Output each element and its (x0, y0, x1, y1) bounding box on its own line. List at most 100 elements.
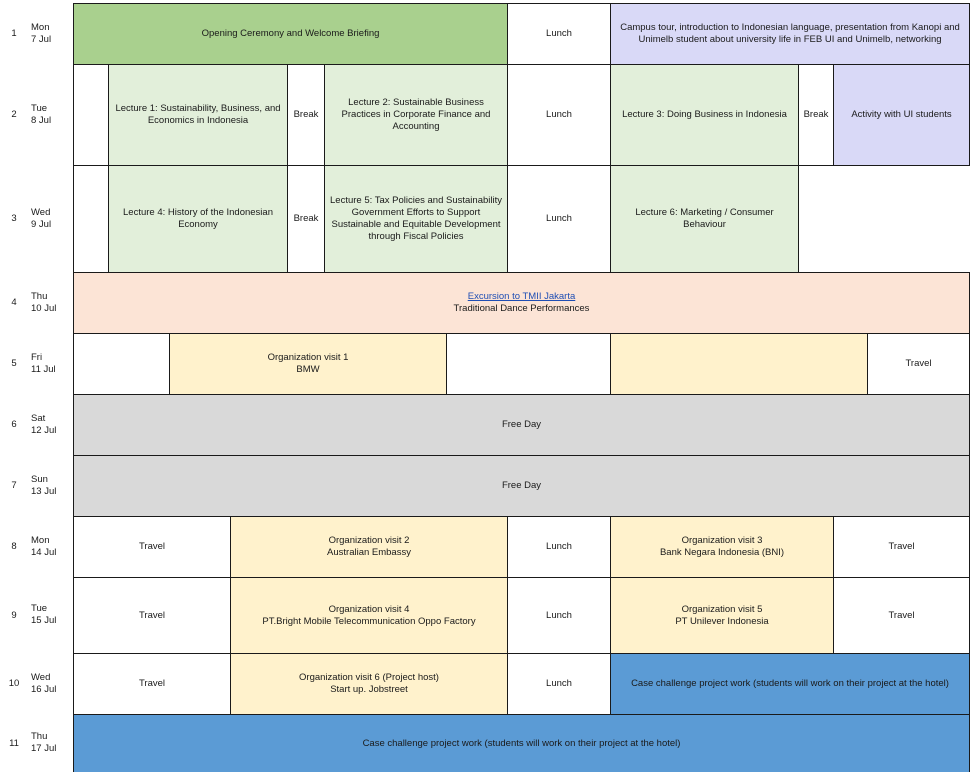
day-of-week: Tue (31, 603, 48, 614)
cell-text: Lecture 2: Sustainable Business Practice… (341, 97, 491, 132)
cell-text: Travel (138, 541, 166, 552)
cell-text: Organization visit 4 (328, 603, 410, 615)
travel-cell: Travel (834, 517, 970, 578)
cell-text: Travel (905, 358, 932, 369)
cell-text: Free Day (501, 419, 542, 430)
day-of-week: Sat (31, 412, 46, 424)
cell-text: Break (803, 109, 829, 120)
opening-ceremony-cell: Opening Ceremony and Welcome Briefing (74, 4, 508, 65)
excursion-link[interactable]: Excursion to TMII Jakarta (467, 291, 576, 302)
cell-text: Lunch (546, 213, 572, 224)
row-number: 10 (8, 678, 20, 689)
organization-visit-4-cell: Organization visit 4 PT.Bright Mobile Te… (231, 578, 508, 654)
cell-text: Case challenge project work (students wi… (362, 737, 681, 749)
cell-text: Lecture 5: Tax Policies and Sustainabili… (330, 195, 502, 242)
cell-text: Organization visit 3 (681, 535, 763, 546)
row-number: 11 (9, 737, 19, 749)
case-challenge-cell: Case challenge project work (students wi… (611, 654, 970, 715)
empty-cell (74, 65, 109, 166)
travel-cell: Travel (74, 654, 231, 715)
free-day-cell: Free Day (74, 456, 970, 517)
row-number: 1 (11, 28, 17, 39)
travel-cell: Travel (74, 517, 231, 578)
lecture-5-cell: Lecture 5: Tax Policies and Sustainabili… (325, 166, 508, 273)
cell-text: PT Unilever Indonesia (675, 615, 769, 627)
grid-border (73, 3, 74, 772)
cell-text: Start up. Jobstreet (330, 684, 408, 695)
row-number: 6 (11, 419, 17, 430)
cell-text: Organization visit 2 (328, 535, 410, 546)
day-date: 10 Jul (31, 302, 57, 314)
row-number: 3 (11, 213, 17, 224)
cell-text: Lunch (546, 109, 572, 120)
day-date: 7 Jul (31, 33, 52, 45)
day-date: 9 Jul (31, 218, 52, 230)
day-date: 17 Jul (31, 743, 57, 754)
day-of-week: Mon (31, 21, 50, 33)
cell-text: Case challenge project work (students wi… (631, 678, 949, 689)
cell-text: Campus tour, introduction to Indonesian … (620, 22, 960, 45)
row-number: 8 (11, 541, 17, 552)
organization-visit-1-cell: Organization visit 1 BMW (170, 334, 447, 395)
day-of-week: Fri (31, 351, 43, 363)
cell-text: Lunch (546, 609, 572, 621)
break-cell: Break (288, 166, 325, 273)
break-cell: Break (799, 65, 834, 166)
lunch-cell: Lunch (508, 517, 611, 578)
row-number: 7 (11, 480, 17, 491)
day-of-week: Mon (31, 534, 50, 546)
organization-visit-6-cell: Organization visit 6 (Project host) Star… (231, 654, 508, 715)
organization-visit-2-cell: Organization visit 2 Australian Embassy (231, 517, 508, 578)
lunch-cell: Lunch (508, 166, 611, 273)
lunch-cell: Lunch (508, 654, 611, 715)
day-of-week: Wed (31, 671, 51, 683)
cell-text: Australian Embassy (327, 547, 411, 558)
day-date: 15 Jul (31, 615, 57, 626)
break-cell: Break (288, 65, 325, 166)
day-date: 14 Jul (31, 546, 57, 558)
lecture-4-cell: Lecture 4: History of the Indonesian Eco… (109, 166, 288, 273)
empty-visit-cell (611, 334, 868, 395)
cell-text: Travel (888, 609, 915, 621)
cell-text: BMW (296, 364, 320, 375)
row-number: 9 (11, 609, 17, 621)
cell-text: Organization visit 1 (267, 352, 349, 363)
lecture-3-cell: Lecture 3: Doing Business in Indonesia (611, 65, 799, 166)
travel-cell: Travel (834, 578, 970, 654)
day-date: 12 Jul (31, 424, 57, 436)
cell-text: Organization visit 6 (Project host) (299, 672, 439, 683)
day-of-week: Wed (31, 206, 51, 218)
day-of-week: Thu (31, 731, 48, 742)
free-day-cell: Free Day (74, 395, 970, 456)
day-date: 11 Jul (31, 363, 56, 375)
travel-cell: Travel (74, 578, 231, 654)
day-of-week: Sun (31, 473, 48, 485)
day-of-week: Tue (31, 102, 48, 114)
cell-text: Lecture 3: Doing Business in Indonesia (622, 109, 787, 120)
cell-text: Lunch (546, 678, 572, 689)
cell-text: Break (293, 213, 319, 224)
cell-text: Traditional Dance Performances (453, 303, 590, 314)
case-challenge-cell: Case challenge project work (students wi… (74, 715, 970, 772)
cell-text: Lecture 1: Sustainability, Business, and… (115, 103, 281, 126)
cell-text: Travel (888, 541, 915, 552)
row-number: 5 (11, 358, 17, 369)
lunch-cell: Lunch (508, 65, 611, 166)
lecture-1-cell: Lecture 1: Sustainability, Business, and… (109, 65, 288, 166)
empty-cell (74, 166, 109, 273)
organization-visit-3-cell: Organization visit 3 Bank Negara Indones… (611, 517, 834, 578)
day-of-week: Thu (31, 290, 48, 302)
cell-text: Opening Ceremony and Welcome Briefing (201, 28, 380, 39)
empty-cell (799, 166, 970, 273)
row-number: 2 (11, 109, 17, 120)
grid-border (73, 3, 970, 4)
cell-text: Organization visit 5 (681, 603, 763, 615)
